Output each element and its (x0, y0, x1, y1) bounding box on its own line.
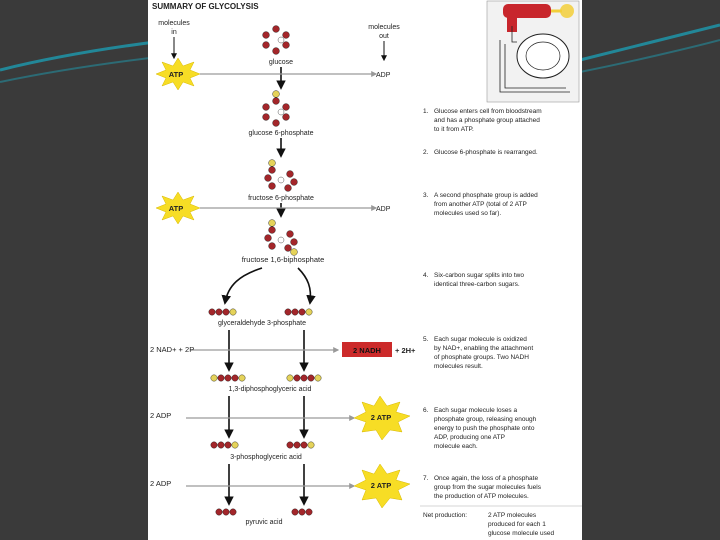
step-6-number: 6. (423, 407, 429, 414)
step-4-line-1: Six-carbon sugar splits into two (434, 272, 524, 279)
diagram-title: SUMMARY OF GLYCOLYSIS (152, 2, 259, 11)
phosphoglyceric-acid-right (286, 441, 315, 449)
glucose-label: glucose (269, 59, 293, 66)
step-3-line-3: molecules used so far). (434, 210, 501, 217)
atp-input-burst-2 (155, 191, 201, 225)
adp-output-label-2: ADP (376, 206, 391, 213)
energy-arrows (186, 71, 378, 489)
step-5-number: 5. (423, 336, 429, 343)
step-4-number: 4. (423, 272, 429, 279)
nadh-output-label: 2 NADH (353, 346, 381, 355)
glucose-molecule (262, 25, 290, 55)
step-6-line-3: energy to push the phosphate onto (434, 425, 535, 432)
net-production-label: Net production: (423, 512, 467, 519)
step-1-line-3: to it from ATP. (434, 126, 474, 133)
step-2-line-1: Glucose 6-phosphate is rearranged. (434, 149, 538, 156)
fructose-1-6-biphosphate-molecule (264, 219, 298, 256)
step-6-line-4: ADP, producing one ATP (434, 434, 505, 441)
step-3-number: 3. (423, 192, 429, 199)
atp-input-burst-1 (155, 57, 201, 91)
net-production-line-2: produced for each 1 (488, 521, 546, 528)
diphosphoglyceric-acid-right (286, 374, 322, 382)
atp-output-label-1: 2 ATP (371, 413, 391, 422)
adp-input-label-1: 2 ADP (150, 411, 171, 420)
atp-output-burst-1 (353, 395, 411, 441)
phosphoglyceric-acid-label: 3-phosphoglyceric acid (230, 454, 302, 461)
molecules-out-label-line1: molecules (368, 24, 400, 31)
step-7-line-1: Once again, the loss of a phosphate (434, 475, 538, 482)
nad-input-label: 2 NAD+ + 2P (150, 345, 194, 354)
atp-output-label-2: 2 ATP (371, 481, 391, 490)
step-1-line-1: Glucose enters cell from bloodstream (434, 108, 542, 115)
step-5-line-2: by NAD+, enabling the attachment (434, 345, 533, 352)
glucose-6-phosphate-label: glucose 6-phosphate (249, 130, 314, 137)
step-6-line-1: Each sugar molecule loses a (434, 407, 517, 414)
adp-output-label-1: ADP (376, 72, 391, 79)
adp-input-label-2: 2 ADP (150, 479, 171, 488)
phosphoglyceric-acid-left (210, 441, 239, 449)
diphosphoglyceric-acid-left (210, 374, 246, 382)
step-2-number: 2. (423, 149, 429, 156)
step-list: 1. Glucose enters cell from bloodstream … (423, 108, 542, 500)
step-1-number: 1. (423, 108, 429, 115)
atp-input-label-1: ATP (169, 70, 183, 79)
step-4-line-2: identical three-carbon sugars. (434, 281, 520, 288)
molecules-in-label-line1: molecules (158, 20, 190, 27)
net-production-line-3: glucose molecule used (488, 530, 555, 537)
fructose-1-6-biphosphate-label: fructose 1,6-biphosphate (242, 255, 325, 264)
glyceraldehyde-3-phosphate-left (208, 308, 237, 316)
pyruvic-acid-left (215, 508, 237, 516)
step-1-line-2: and has a phosphate group attached (434, 117, 540, 124)
hydrogen-output-label: + 2H+ (395, 346, 416, 355)
glyceraldehyde-3-phosphate-right (284, 308, 313, 316)
step-6-line-2: phosphate group, releasing enough (434, 416, 537, 423)
molecules-in-label-line2: in (171, 29, 177, 36)
fructose-6-phosphate-molecule (264, 159, 298, 192)
glyceraldehyde-3-phosphate-label: glyceraldehyde 3-phosphate (218, 320, 306, 327)
molecules-out-label-line2: out (379, 33, 389, 40)
pyruvic-acid-right (291, 508, 313, 516)
nadh-output-box (342, 342, 392, 357)
step-7-line-2: group from the sugar molecules fuels (434, 484, 542, 491)
step-3-line-1: A second phosphate group is added (434, 192, 538, 199)
fructose-6-phosphate-label: fructose 6-phosphate (248, 195, 314, 202)
step-3-line-2: from another ATP (total of 2 ATP (434, 201, 527, 208)
atp-output-burst-2 (353, 463, 411, 509)
step-5-line-1: Each sugar molecule is oxidized (434, 336, 527, 343)
atp-input-label-2: ATP (169, 204, 183, 213)
glucose-6-phosphate-molecule (262, 90, 290, 127)
step-7-line-3: the production of ATP molecules. (434, 493, 529, 500)
step-7-number: 7. (423, 475, 429, 482)
flow-arrows (221, 67, 316, 506)
step-5-line-4: molecules result. (434, 363, 483, 370)
step-6-line-5: molecule each. (434, 443, 478, 450)
pyruvic-acid-label: pyruvic acid (246, 519, 283, 526)
net-production-line-1: 2 ATP molecules (488, 512, 537, 519)
diphosphoglyceric-acid-label: 1,3-diphosphoglyceric acid (229, 386, 312, 393)
step-5-line-3: of phosphate groups. Two NADH (434, 354, 529, 361)
cell-illustration (486, 0, 580, 103)
